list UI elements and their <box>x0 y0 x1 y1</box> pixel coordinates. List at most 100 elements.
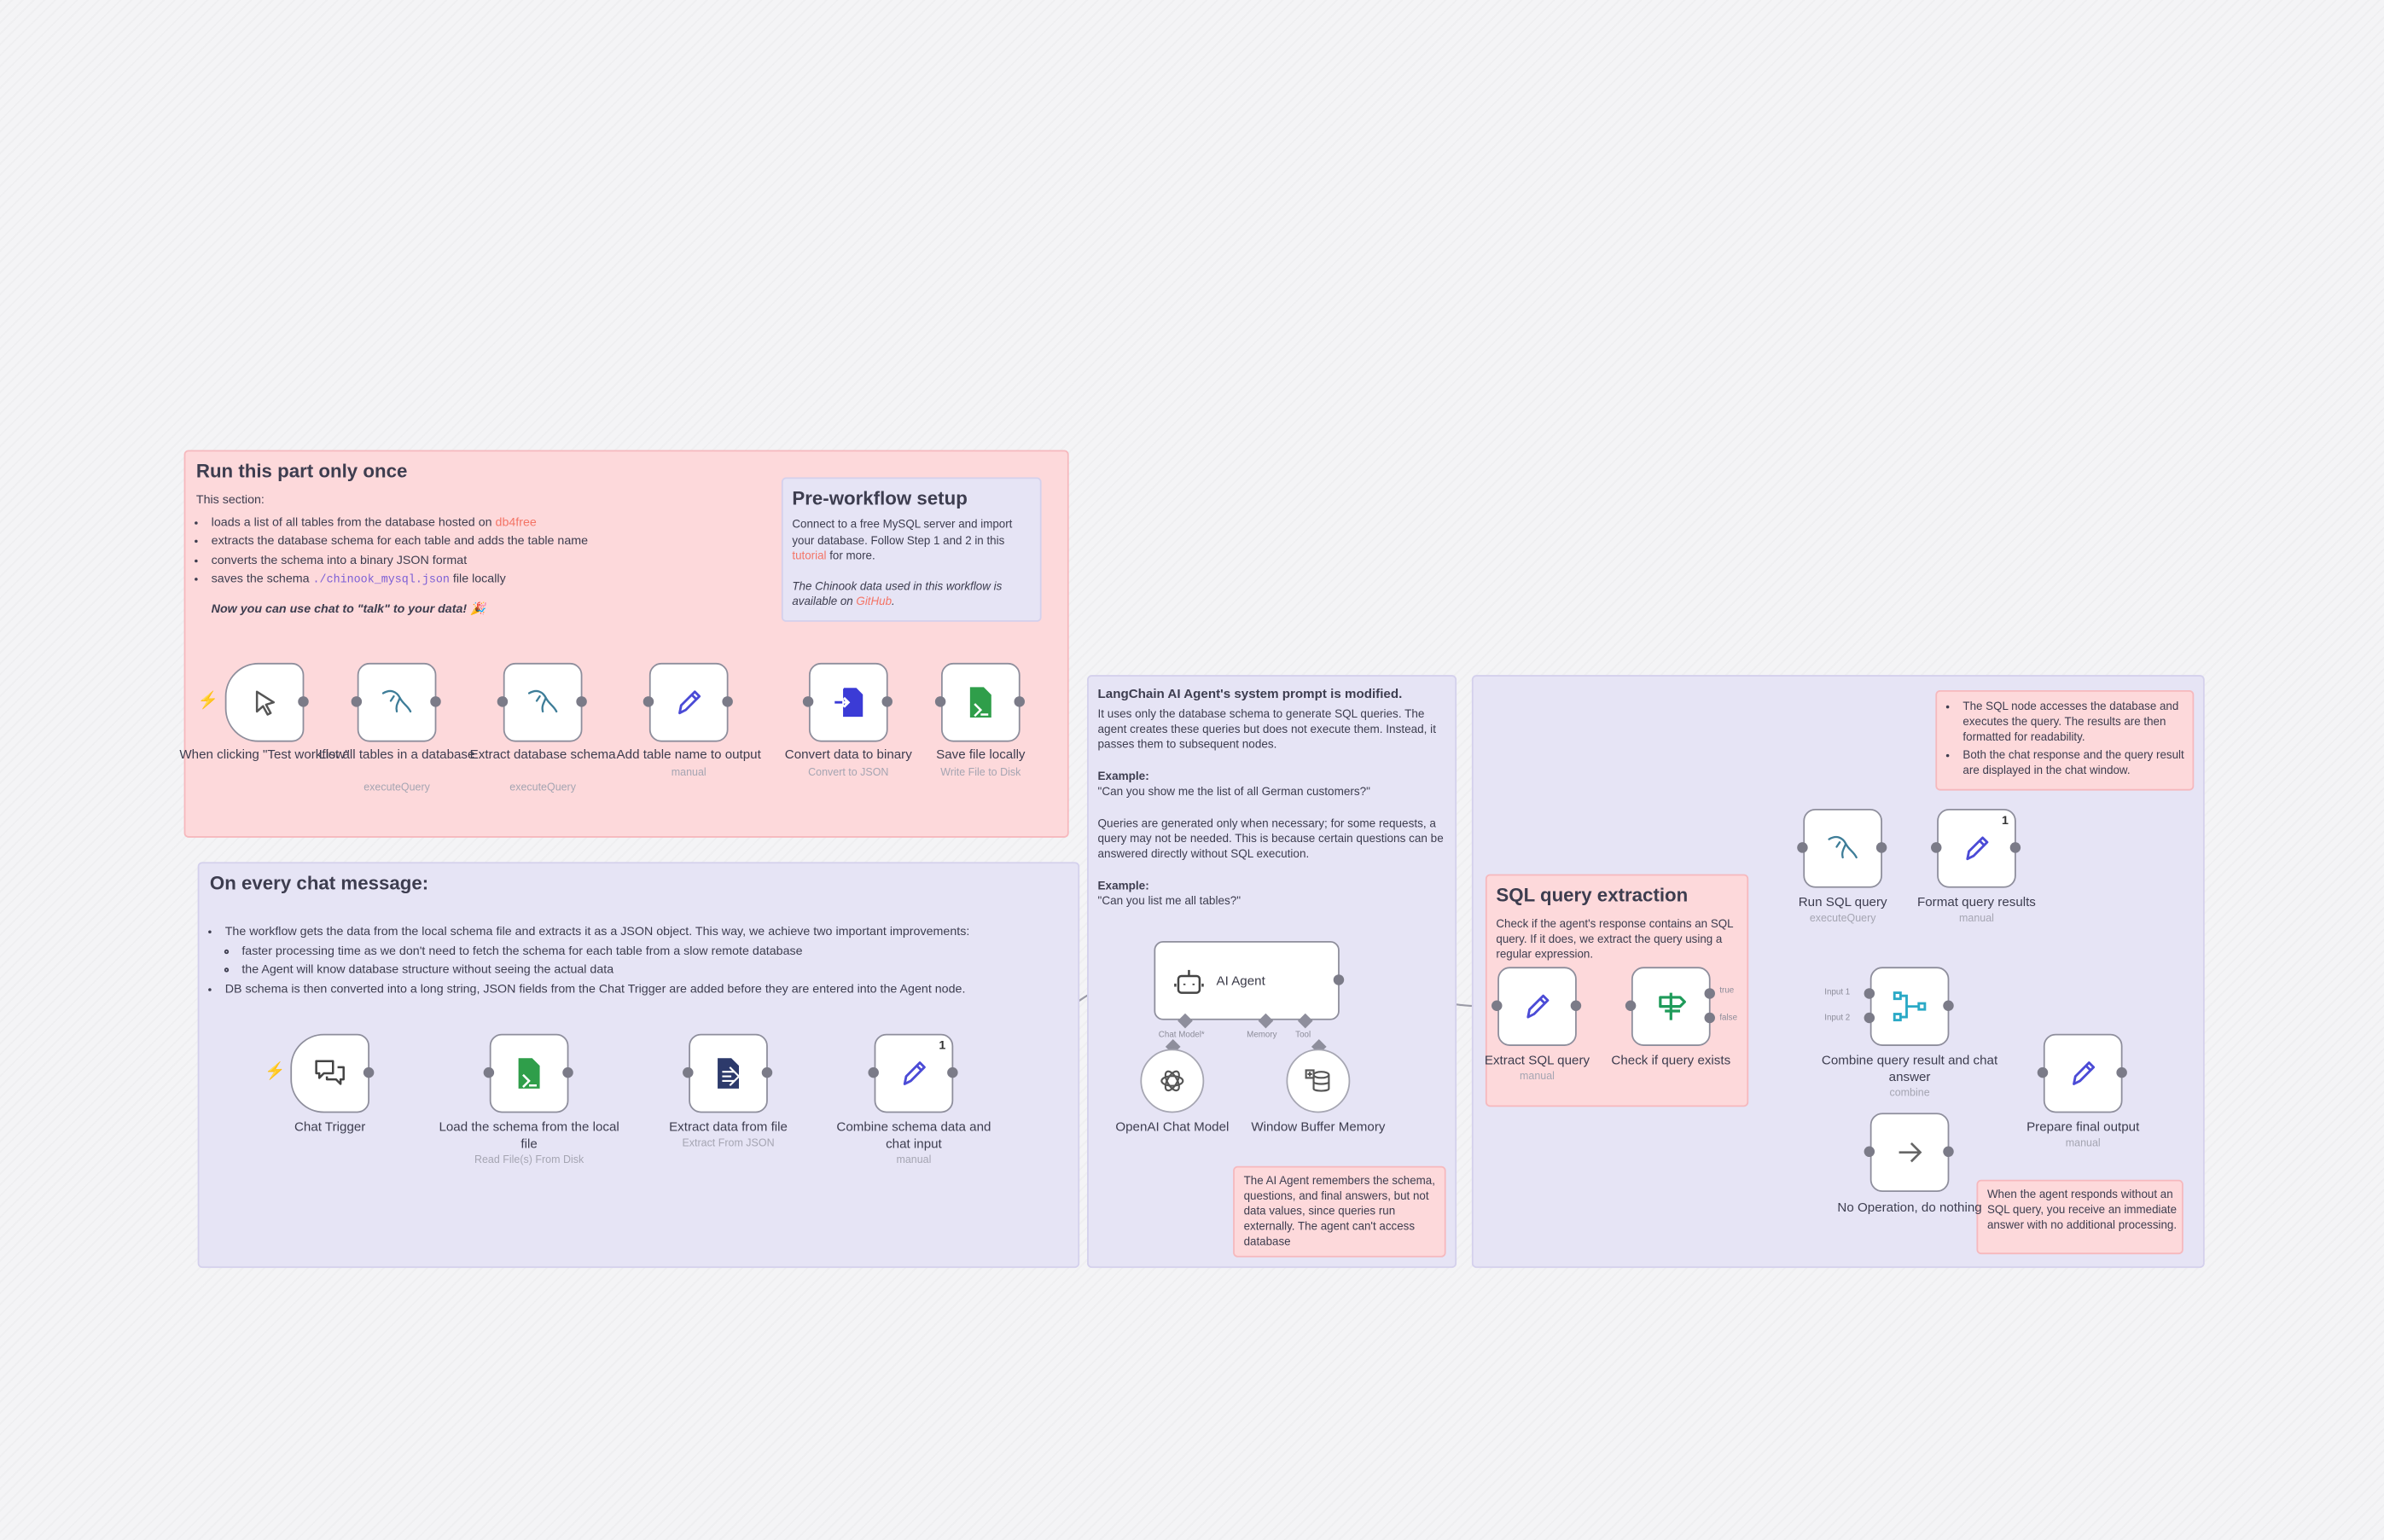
sticky-run-once-item: converts the schema into a binary JSON f… <box>212 553 774 569</box>
node-when-clicking[interactable] <box>224 662 305 742</box>
node-badge: 1 <box>939 1038 946 1053</box>
node-label: Combine query result and chat answer <box>1821 1052 1998 1084</box>
node-label: Check if query exists <box>1611 1052 1731 1067</box>
port-out[interactable] <box>761 1066 773 1078</box>
port-in[interactable] <box>1491 1000 1503 1011</box>
sticky-sql-node-note-list: The SQL node accesses the database and e… <box>1948 700 2189 779</box>
sticky-every-chat-item: The workflow gets the data from the loca… <box>225 924 1061 978</box>
sticky-sql-extraction-title: SQL query extraction <box>1496 885 1689 907</box>
port-in[interactable] <box>1797 842 1808 853</box>
port-out[interactable] <box>576 696 587 707</box>
node-add-table-name[interactable] <box>648 662 729 742</box>
port-false[interactable] <box>1704 1012 1715 1024</box>
node-extract-file[interactable] <box>689 1033 768 1113</box>
port-in[interactable] <box>483 1066 495 1078</box>
port-in[interactable] <box>497 696 509 707</box>
node-run-sql[interactable] <box>1803 808 1882 888</box>
node-combine-result[interactable] <box>1869 967 1950 1046</box>
node-extract-sql[interactable] <box>1497 967 1577 1046</box>
node-no-op[interactable] <box>1869 1113 1950 1193</box>
mysql-icon <box>381 689 412 713</box>
node-format-results[interactable]: 1 <box>1937 808 2016 888</box>
sticky-sql-node-note[interactable] <box>1935 689 2195 791</box>
port-in[interactable] <box>802 696 814 707</box>
port-in[interactable] <box>351 696 363 707</box>
port-out[interactable] <box>2116 1066 2127 1078</box>
port-out[interactable] <box>363 1066 375 1078</box>
node-subtitle: manual <box>896 1155 932 1166</box>
ai-agent-label: AI Agent <box>1216 973 1265 989</box>
port-out[interactable] <box>881 696 893 707</box>
sticky-prework[interactable] <box>781 477 1042 622</box>
port-in[interactable] <box>643 696 654 707</box>
tutorial-link[interactable]: tutorial <box>792 549 827 563</box>
node-label: Load the schema from the local file <box>439 1119 619 1151</box>
node-ai-agent[interactable]: AI Agent <box>1154 940 1340 1020</box>
trigger-bolt-icon: ⚡ <box>197 691 219 711</box>
github-link[interactable]: GitHub <box>856 594 893 608</box>
sticky-noop-note[interactable] <box>1976 1179 2183 1255</box>
sticky-prework-text: Connect to a free MySQL server and impor… <box>792 517 1031 611</box>
node-label: Extract SQL query <box>1484 1052 1590 1067</box>
sticky-sql-node-note-item: Both the chat response and the query res… <box>1962 748 2188 779</box>
port-out[interactable] <box>430 696 441 707</box>
chat-bubbles-icon <box>315 1060 345 1085</box>
port-out[interactable] <box>2009 842 2021 853</box>
node-label: Save file locally <box>936 746 1026 762</box>
arrow-right-icon <box>1898 1142 1922 1163</box>
port-out[interactable] <box>722 696 733 707</box>
node-label: Prepare final output <box>2026 1119 2140 1135</box>
pencil-icon <box>1526 994 1550 1019</box>
node-convert-binary[interactable] <box>808 662 888 742</box>
sticky-langchain-ex1-label: Example: <box>1097 769 1149 783</box>
port-in[interactable] <box>934 696 946 707</box>
port-in[interactable] <box>2037 1066 2049 1078</box>
port-false-label: false <box>1719 1014 1738 1024</box>
node-chat-trigger[interactable] <box>290 1033 370 1113</box>
node-save-file[interactable] <box>940 662 1020 742</box>
pencil-icon <box>678 690 701 715</box>
port-out[interactable] <box>1943 1000 1954 1011</box>
mysql-icon <box>527 689 558 713</box>
file-write-icon <box>969 687 991 718</box>
sticky-sql-extraction-text: Check if the agent's response contains a… <box>1496 916 1734 962</box>
sticky-langchain-ex1: "Can you show me the list of all German … <box>1097 784 1370 799</box>
node-load-schema[interactable] <box>489 1033 569 1113</box>
port-in-1[interactable] <box>1864 988 1875 999</box>
port-out[interactable] <box>1570 1000 1582 1011</box>
port-in[interactable] <box>868 1066 879 1078</box>
sticky-every-chat-list: The workflow gets the data from the loca… <box>210 924 1061 997</box>
node-openai-model[interactable] <box>1140 1049 1205 1113</box>
node-combine-schema[interactable]: 1 <box>874 1033 954 1113</box>
port-out[interactable] <box>562 1066 573 1078</box>
node-prepare-output[interactable] <box>2043 1033 2123 1113</box>
cursor-click-icon <box>255 690 275 716</box>
port-in[interactable] <box>683 1066 694 1078</box>
sticky-every-chat-subitem: faster processing time as we don't need … <box>241 944 1061 960</box>
db4free-link[interactable]: db4free <box>495 514 537 529</box>
port-in-2[interactable] <box>1864 1012 1875 1024</box>
port-in[interactable] <box>1931 842 1942 853</box>
port-out[interactable] <box>947 1066 958 1078</box>
node-window-memory[interactable] <box>1286 1049 1351 1113</box>
file-convert-icon <box>834 688 863 718</box>
port-out[interactable] <box>1014 696 1026 707</box>
port-true[interactable] <box>1704 988 1715 999</box>
port-out[interactable] <box>1943 1146 1954 1158</box>
sticky-langchain-ex2: "Can you list me all tables?" <box>1097 893 1241 908</box>
node-list-tables[interactable] <box>357 662 437 742</box>
node-extract-schema[interactable] <box>503 662 583 742</box>
port-out[interactable] <box>1875 842 1887 853</box>
node-label: No Operation, do nothing <box>1837 1199 1982 1215</box>
port-out[interactable] <box>298 696 309 707</box>
sticky-memory-note[interactable] <box>1233 1165 1446 1258</box>
node-check-query[interactable] <box>1631 967 1711 1046</box>
node-label: Window Buffer Memory <box>1251 1119 1386 1135</box>
database-memory-icon <box>1305 1069 1330 1092</box>
port-out[interactable] <box>1333 974 1345 985</box>
node-subtitle: manual <box>671 767 706 779</box>
merge-icon <box>1893 991 1927 1022</box>
port-in[interactable] <box>1625 1000 1637 1011</box>
port-in[interactable] <box>1864 1146 1875 1158</box>
